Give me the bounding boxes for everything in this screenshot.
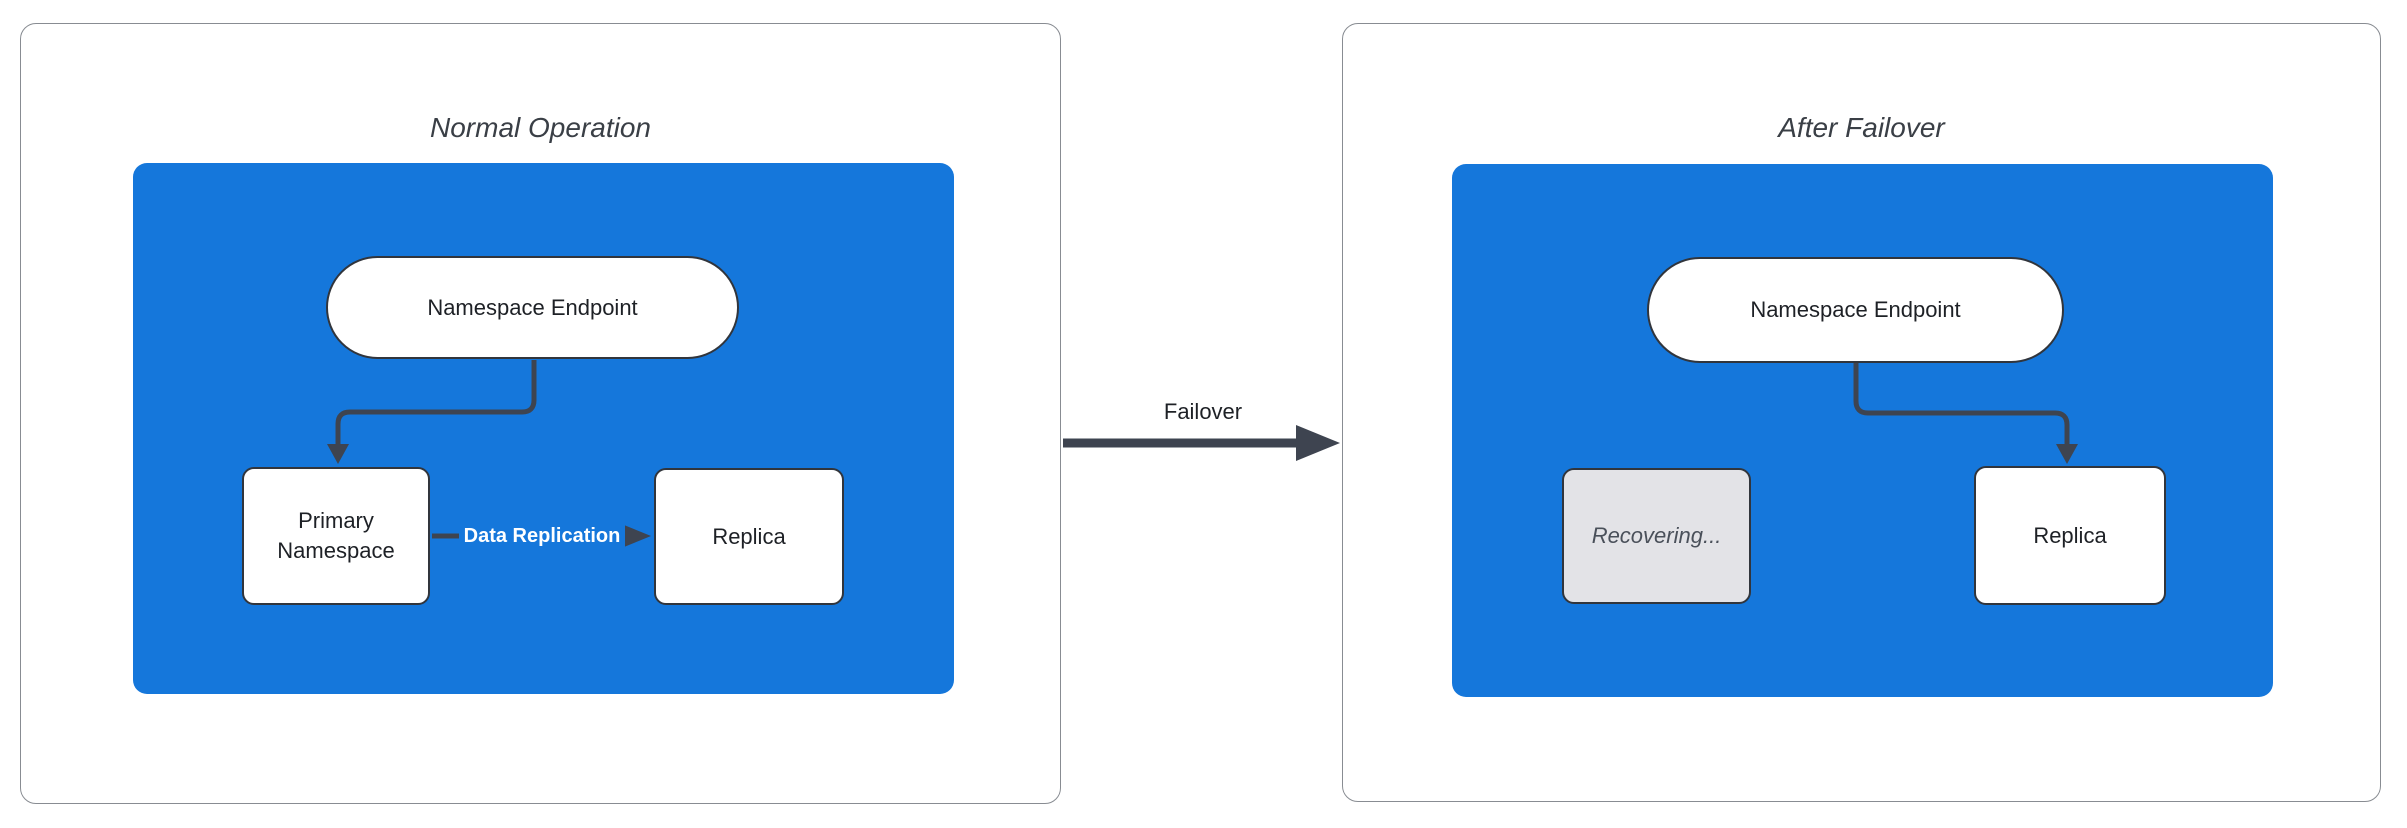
panel-normal-operation: Normal Operation Namespace Endpoint Prim… — [20, 23, 1061, 804]
panel-after-failover: After Failover Namespace Endpoint Recove… — [1342, 23, 2381, 802]
panel-title-after-failover: After Failover — [1778, 112, 1945, 143]
node-replica-left: Replica — [654, 468, 844, 605]
node-replica-right: Replica — [1974, 466, 2166, 605]
node-label: Namespace Endpoint — [1750, 297, 1961, 323]
edge-label-data-replication: Data Replication — [458, 522, 626, 550]
node-namespace-endpoint-left: Namespace Endpoint — [326, 256, 739, 359]
edge-data-replication: Data Replication — [430, 521, 654, 551]
node-primary-namespace: Primary Namespace — [242, 467, 430, 605]
failover-arrow-label: Failover — [1163, 399, 1243, 424]
panel-title-normal-operation: Normal Operation — [430, 112, 651, 143]
node-label: Primary Namespace — [277, 508, 395, 563]
namespace-container-left: Namespace Endpoint Primary Namespace Rep… — [133, 163, 954, 694]
node-label: Replica — [2033, 522, 2107, 548]
node-recovering: Recovering... — [1562, 468, 1751, 604]
failover-arrow — [1063, 425, 1340, 461]
node-label: Replica — [712, 523, 786, 549]
node-label: Namespace Endpoint — [427, 294, 638, 320]
node-namespace-endpoint-right: Namespace Endpoint — [1647, 257, 2064, 363]
namespace-container-right: Namespace Endpoint Recovering... Replica — [1452, 164, 2273, 697]
node-label: Recovering... — [1591, 523, 1722, 549]
